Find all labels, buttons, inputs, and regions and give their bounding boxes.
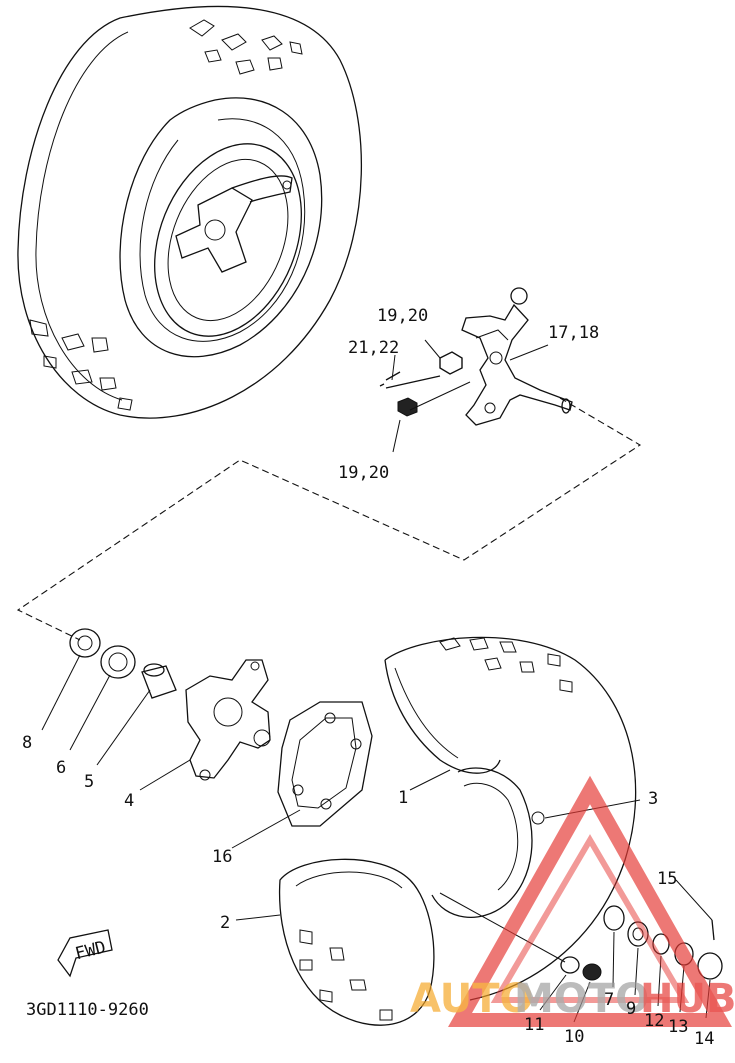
callout-6: 6 bbox=[56, 758, 66, 778]
forward-direction-arrow: FWD bbox=[57, 929, 113, 978]
callout-1: 1 bbox=[398, 788, 408, 808]
catalog-code: 3GD1110-9260 bbox=[26, 1000, 149, 1020]
callout-19-20-top: 19,20 bbox=[377, 306, 428, 326]
cotter-pins-and-nuts bbox=[379, 351, 471, 417]
callout-13: 13 bbox=[668, 1017, 688, 1037]
callout-5: 5 bbox=[84, 772, 94, 792]
callout-leader-lines bbox=[41, 339, 713, 1023]
callout-21-22: 21,22 bbox=[348, 338, 399, 358]
callout-3: 3 bbox=[648, 789, 658, 809]
watermark-text-moto: MOTO bbox=[514, 976, 649, 1022]
callout-12: 12 bbox=[644, 1011, 664, 1031]
exploded-tire-illustration bbox=[278, 636, 637, 1026]
callout-10: 10 bbox=[564, 1027, 584, 1047]
assembly-guide-lines bbox=[16, 397, 642, 641]
callout-14: 14 bbox=[694, 1029, 714, 1049]
callout-16: 16 bbox=[212, 847, 232, 867]
callout-4: 4 bbox=[124, 791, 134, 811]
steering-knuckle-illustration bbox=[461, 287, 573, 426]
watermark-text-auto: AUTO bbox=[410, 976, 534, 1022]
automotohub-watermark: AUTO MOTO HUB bbox=[410, 775, 735, 1027]
watermark-text-hub: HUB bbox=[640, 976, 735, 1022]
assembled-wheel-illustration bbox=[17, 5, 363, 419]
callout-19-20-bottom: 19,20 bbox=[338, 463, 389, 483]
callout-9: 9 bbox=[626, 999, 636, 1019]
callout-7: 7 bbox=[604, 990, 614, 1010]
callout-2: 2 bbox=[220, 913, 230, 933]
brake-disc-gasket bbox=[277, 701, 373, 827]
callout-15: 15 bbox=[657, 869, 677, 889]
callout-17-18: 17,18 bbox=[548, 323, 599, 343]
bearing-and-collar-parts bbox=[69, 628, 177, 699]
callout-8: 8 bbox=[22, 733, 32, 753]
callout-labels: 19,20 21,22 17,18 19,20 8 6 5 4 16 1 3 2… bbox=[22, 306, 714, 1049]
bearing-stack-parts bbox=[560, 905, 723, 981]
front-hub-illustration bbox=[185, 659, 271, 781]
fwd-label: FWD bbox=[73, 937, 108, 964]
callout-11: 11 bbox=[524, 1015, 544, 1035]
